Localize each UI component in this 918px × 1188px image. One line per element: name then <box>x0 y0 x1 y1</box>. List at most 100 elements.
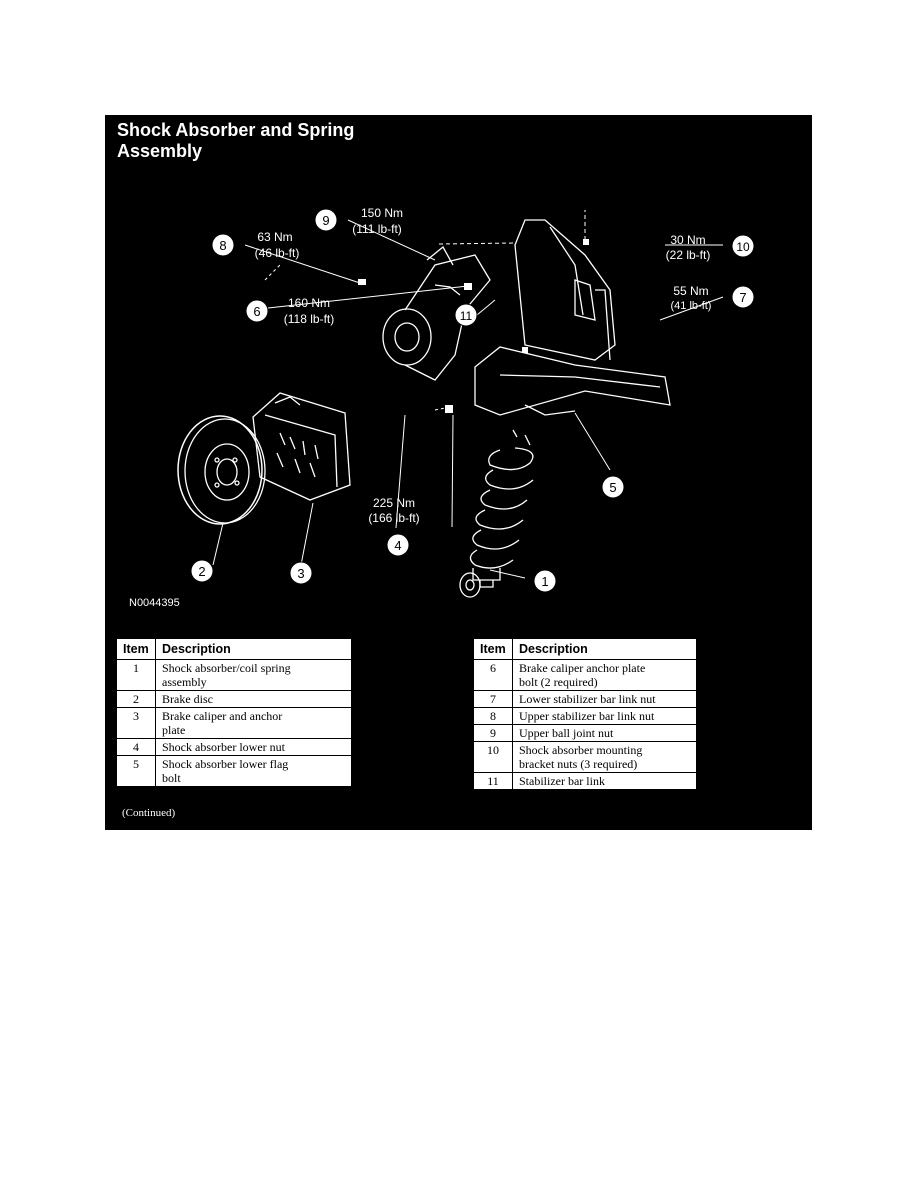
callout-8-torque-nm: 63 Nm <box>257 230 292 244</box>
item-number: 5 <box>116 755 156 787</box>
table-header-row: Item Description <box>473 638 697 660</box>
callout-10-number: 10 <box>736 240 750 254</box>
callout-4-number: 4 <box>394 538 401 553</box>
callout-5-number: 5 <box>609 480 616 495</box>
figure-panel: Shock Absorber and Spring Assembly <box>105 115 812 830</box>
description-line: bolt <box>162 771 181 785</box>
callout-7-torque-nm: 55 Nm <box>673 284 708 298</box>
callout-7-torque-lbft: (41 lb-ft) <box>671 300 712 312</box>
description-line: bolt (2 required) <box>519 675 598 689</box>
leader-lines <box>212 210 724 579</box>
description-column-header: Description <box>155 638 352 660</box>
description-line: Shock absorber lower flag <box>162 757 289 771</box>
item-number: 1 <box>116 659 156 691</box>
item-number: 8 <box>473 707 513 725</box>
callout-9-number: 9 <box>322 213 329 228</box>
item-description: Upper ball joint nut <box>512 724 697 742</box>
continued-note: (Continued) <box>122 807 176 819</box>
callout-6-torque-nm: 160 Nm <box>288 296 330 310</box>
table-row: 4 Shock absorber lower nut <box>116 738 352 756</box>
table-header-row: Item Description <box>116 638 352 660</box>
table-row: 7 Lower stabilizer bar link nut <box>473 690 697 708</box>
callout-3-number: 3 <box>297 566 304 581</box>
description-line: Lower stabilizer bar link nut <box>519 692 656 706</box>
description-line: Upper stabilizer bar link nut <box>519 709 655 723</box>
callout-10: 30 Nm (22 lb-ft) 10 <box>666 233 755 262</box>
item-column-header: Item <box>116 638 156 660</box>
item-number: 9 <box>473 724 513 742</box>
shock-absorber-drawing <box>459 429 534 598</box>
callout-4-torque-nm: 225 Nm <box>373 496 415 510</box>
description-line: Brake caliper anchor plate <box>519 661 646 675</box>
callout-10-torque-lbft: (22 lb-ft) <box>666 248 711 262</box>
steering-knuckle-drawing <box>382 246 491 381</box>
callout-7-number: 7 <box>739 290 746 305</box>
item-number: 10 <box>473 741 513 773</box>
description-line: bracket nuts (3 required) <box>519 757 638 771</box>
item-description: Stabilizer bar link <box>512 772 697 790</box>
callout-5: 5 <box>601 475 625 499</box>
item-number: 11 <box>473 772 513 790</box>
figure-title: Shock Absorber and Spring Assembly <box>117 120 417 162</box>
callout-6-number: 6 <box>253 304 260 319</box>
description-line: Shock absorber/coil spring <box>162 661 291 675</box>
callout-1: 1 <box>533 569 557 593</box>
item-number: 7 <box>473 690 513 708</box>
callout-2: 2 <box>190 559 214 583</box>
callout-1-number: 1 <box>541 574 548 589</box>
item-number: 6 <box>473 659 513 691</box>
description-line: assembly <box>162 675 207 689</box>
callout-4-torque-lbft: (166 lb-ft) <box>368 511 419 525</box>
item-description: Brake disc <box>155 690 352 708</box>
description-column-header: Description <box>512 638 697 660</box>
callout-9-torque-lbft: (111 lb-ft) <box>352 222 402 236</box>
description-line: plate <box>162 723 186 737</box>
description-line: Stabilizer bar link <box>519 774 605 788</box>
table-row: 8 Upper stabilizer bar link nut <box>473 707 697 725</box>
description-line: Upper ball joint nut <box>519 726 614 740</box>
callout-6-torque-lbft: (118 lb-ft) <box>284 312 334 326</box>
brake-disc-drawing <box>177 415 266 525</box>
upper-mount-drawing <box>514 219 616 361</box>
callout-6: 6 160 Nm (118 lb-ft) <box>245 296 334 326</box>
callout-8: 8 63 Nm (46 lb-ft) <box>211 230 300 260</box>
description-line: Shock absorber mounting <box>519 743 643 757</box>
suspension-diagram: 1 2 3 225 Nm (166 lb-ft) 4 5 6 160 Nm (1… <box>177 206 755 598</box>
item-description: Shock absorber lower nut <box>155 738 352 756</box>
callout-4: 225 Nm (166 lb-ft) 4 <box>368 496 420 557</box>
callout-11: 11 <box>454 303 478 327</box>
description-line: Brake caliper and anchor <box>162 709 283 723</box>
item-description: Upper stabilizer bar link nut <box>512 707 697 725</box>
table-row: 11 Stabilizer bar link <box>473 772 697 790</box>
callout-9-torque-nm: 150 Nm <box>361 206 403 220</box>
description-line: Brake disc <box>162 692 213 706</box>
lower-control-arm-drawing <box>474 346 671 416</box>
item-number: 3 <box>116 707 156 739</box>
description-line: Shock absorber lower nut <box>162 740 285 754</box>
callout-11-number: 11 <box>460 309 473 323</box>
callout-3: 3 <box>289 561 313 585</box>
figure-id: N0044395 <box>129 597 180 609</box>
figure-title-line-2: Assembly <box>117 141 203 161</box>
item-description: Lower stabilizer bar link nut <box>512 690 697 708</box>
callout-9: 9 150 Nm (111 lb-ft) <box>314 206 403 236</box>
figure-title-line-1: Shock Absorber and Spring <box>117 120 355 140</box>
item-column-header: Item <box>473 638 513 660</box>
item-number: 4 <box>116 738 156 756</box>
callout-8-torque-lbft: (46 lb-ft) <box>255 246 300 260</box>
table-row: 9 Upper ball joint nut <box>473 724 697 742</box>
callout-8-number: 8 <box>219 238 226 253</box>
